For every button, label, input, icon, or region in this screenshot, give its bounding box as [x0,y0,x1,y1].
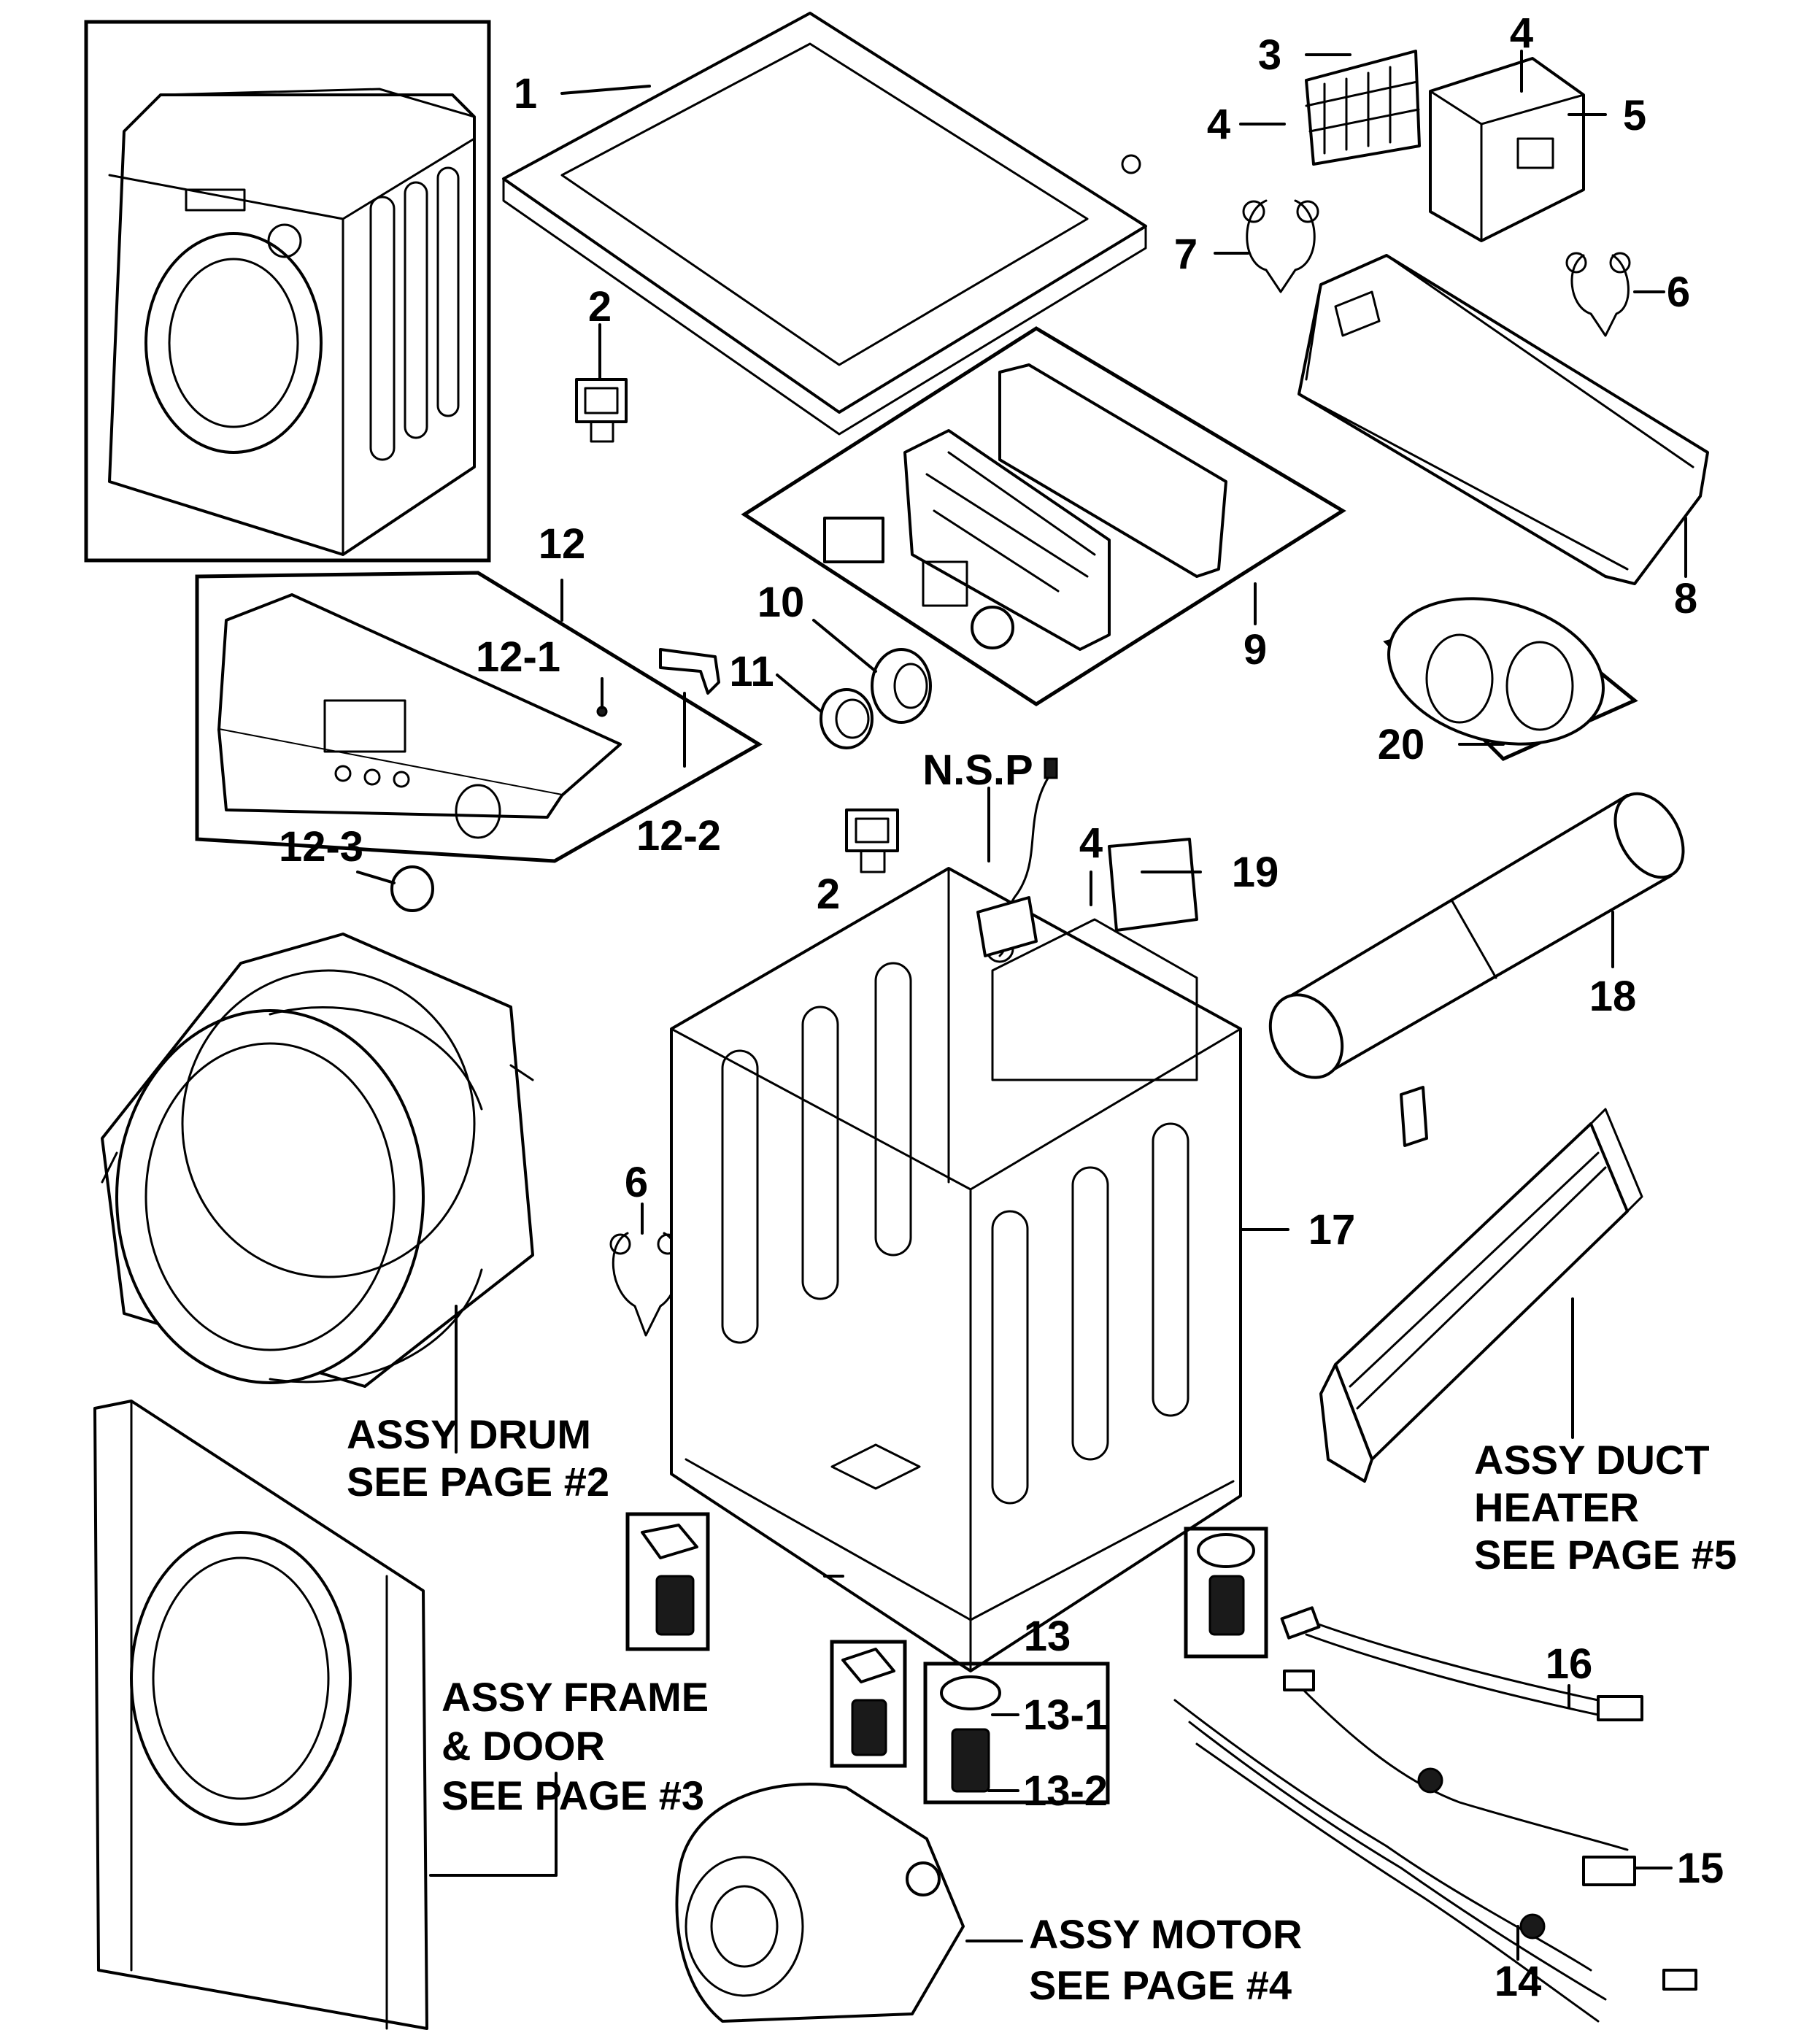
note-duct-line2: HEATER [1474,1484,1639,1530]
callout-18: 18 [1589,973,1637,1020]
leveling-foot-left [625,1512,710,1651]
filter-bracket-part [1429,57,1585,242]
callout-3: 3 [1258,31,1281,79]
callout-11: 11 [729,648,774,695]
note-drum-line1: ASSY DRUM [347,1411,591,1457]
control-support-part [1297,254,1709,585]
callout-15: 15 [1677,1845,1724,1892]
note-motor-line1: ASSY MOTOR [1029,1911,1302,1957]
callout-4-center: 4 [1079,819,1103,867]
note-frame-line3: SEE PAGE #3 [441,1772,704,1818]
wire-harness-14 [1173,1699,1697,2023]
callout-16: 16 [1546,1640,1593,1688]
callout-7: 7 [1174,231,1198,278]
plate-part-19 [1108,838,1198,932]
duct-cover-part [1383,597,1638,761]
knob-part-10 [871,648,932,724]
callout-nsp: N.S.P [922,746,1033,794]
duct-heater-illustration [1319,1108,1643,1483]
pcb-assembly-part [741,326,1346,706]
callout-12-3: 12-3 [279,823,363,871]
wire-harness-15 [1283,1670,1636,1886]
note-frame-line2: & DOOR [441,1723,605,1769]
callout-13-1: 13-1 [1023,1691,1108,1739]
callout-10: 10 [757,579,805,626]
top-cover-part [502,12,1147,436]
callout-14: 14 [1495,1958,1542,2005]
leveling-foot-kit [923,1662,1110,1805]
drum-assembly-illustration [101,933,534,1388]
callout-4-top: 4 [1510,9,1533,57]
callout-12-1: 12-1 [476,633,560,681]
note-duct-line1: ASSY DUCT [1474,1437,1710,1483]
callout-17: 17 [1308,1206,1356,1254]
callout-13-2: 13-2 [1023,1767,1108,1815]
callout-19: 19 [1232,849,1279,896]
callout-4-left: 4 [1207,101,1230,148]
dryer-overview-illustration [84,20,491,563]
frame-door-illustration [93,1400,428,2030]
control-panel-assembly [195,571,763,912]
callout-6-upper: 6 [1667,269,1690,316]
callout-2-upper: 2 [588,283,612,331]
filter-grille-part [1305,50,1421,166]
note-frame-line1: ASSY FRAME [441,1674,709,1720]
callout-20: 20 [1378,721,1425,768]
power-cord-part [976,757,1058,957]
callout-1: 1 [514,70,537,117]
callout-13: 13 [1024,1613,1071,1660]
callout-labels: 1 2 3 4 4 5 7 6 8 9 10 11 12 12-1 12-2 1… [279,9,1724,2005]
callout-5: 5 [1623,92,1646,139]
cable-clamp-part-6-upper [1565,252,1631,337]
callout-8: 8 [1674,575,1697,622]
callout-12: 12 [539,520,586,568]
callout-2-lower: 2 [817,871,840,918]
leveling-foot-right [1184,1527,1268,1659]
callout-9: 9 [1243,626,1267,674]
note-duct-line3: SEE PAGE #5 [1474,1532,1737,1578]
callout-6-lower: 6 [625,1159,648,1206]
assembly-notes: ASSY DRUM SEE PAGE #2 ASSY FRAME & DOOR … [347,1411,1737,2008]
cable-clamp-part-6-lower [609,1232,680,1337]
note-motor-line2: SEE PAGE #4 [1029,1962,1292,2008]
exhaust-duct-part [1268,792,1685,1147]
leader-lines [356,50,1687,1961]
motor-assembly-illustration [675,1783,965,2023]
callout-12-2: 12-2 [636,812,721,860]
clip-part-upper [575,378,628,443]
cabinet-part [670,867,1242,1672]
note-drum-line2: SEE PAGE #2 [347,1459,609,1505]
knob-cap-part-11 [820,688,874,749]
clip-part-lower [845,808,899,873]
cable-clamp-part-7 [1242,199,1319,293]
wire-harness-16 [1280,1606,1643,1721]
leveling-foot-center [830,1640,907,1768]
